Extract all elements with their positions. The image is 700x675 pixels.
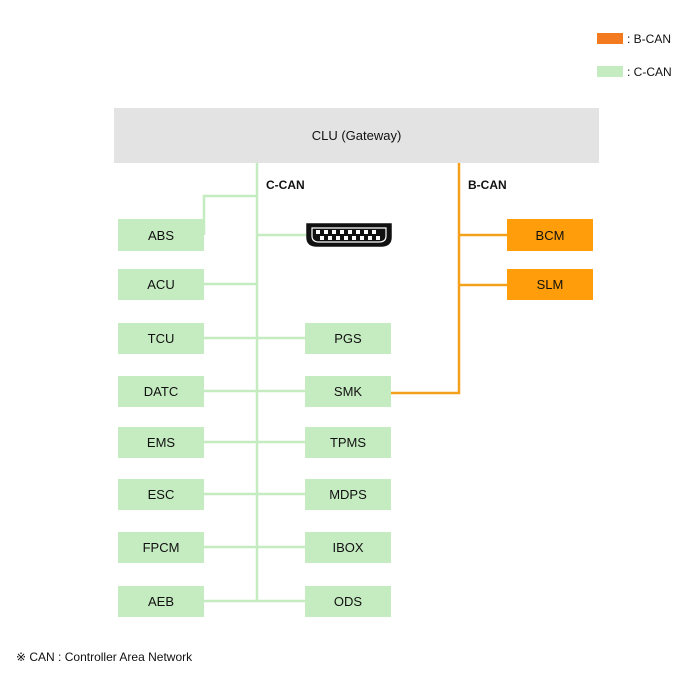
gateway-label: CLU (Gateway) bbox=[311, 128, 402, 143]
node-esc-label: ESC bbox=[147, 487, 175, 502]
node-slm: SLM bbox=[507, 269, 593, 300]
node-mdps-label: MDPS bbox=[329, 487, 367, 502]
node-pgs: PGS bbox=[305, 323, 391, 354]
node-tcu: TCU bbox=[118, 323, 204, 354]
node-ibox: IBOX bbox=[305, 532, 391, 563]
node-smk: SMK bbox=[305, 376, 391, 407]
node-ems-label: EMS bbox=[146, 435, 176, 450]
node-ods-label: ODS bbox=[333, 594, 363, 609]
node-tpms: TPMS bbox=[305, 427, 391, 458]
node-aeb: AEB bbox=[118, 586, 204, 617]
node-fpcm: FPCM bbox=[118, 532, 204, 563]
ccan-bus-label: C-CAN bbox=[266, 178, 305, 192]
node-tpms-label: TPMS bbox=[329, 435, 367, 450]
node-esc: ESC bbox=[118, 479, 204, 510]
node-datc-label: DATC bbox=[143, 384, 179, 399]
node-tcu-label: TCU bbox=[147, 331, 175, 346]
node-aeb-label: AEB bbox=[147, 594, 174, 609]
node-abs: ABS bbox=[118, 219, 204, 251]
node-ems: EMS bbox=[118, 427, 204, 458]
obd-connector-icon bbox=[306, 223, 392, 247]
node-pgs-label: PGS bbox=[334, 331, 362, 346]
node-smk-label: SMK bbox=[333, 384, 363, 399]
node-mdps: MDPS bbox=[305, 479, 391, 510]
node-abs-label: ABS bbox=[147, 227, 174, 243]
node-fpcm-label: FPCM bbox=[142, 540, 180, 555]
bcan-bus-label: B-CAN bbox=[468, 178, 507, 192]
legend-ccan-swatch bbox=[597, 66, 623, 77]
legend-bcan-swatch bbox=[597, 33, 623, 44]
node-slm-label: SLM bbox=[536, 277, 564, 292]
ccan-branch-abs bbox=[202, 194, 257, 235]
node-bcm: BCM bbox=[507, 219, 593, 251]
node-acu-label: ACU bbox=[147, 277, 175, 292]
gateway-box: CLU (Gateway) bbox=[114, 108, 599, 163]
bcan-trunk-line bbox=[391, 163, 461, 395]
legend-ccan-label: : C-CAN bbox=[627, 65, 672, 79]
node-ods: ODS bbox=[305, 586, 391, 617]
legend-bcan-label: : B-CAN bbox=[627, 32, 672, 46]
node-datc: DATC bbox=[118, 376, 204, 407]
footnote: ※ CAN : Controller Area Network bbox=[16, 650, 193, 664]
node-acu: ACU bbox=[118, 269, 204, 300]
node-bcm-label: BCM bbox=[535, 227, 565, 243]
node-ibox-label: IBOX bbox=[332, 540, 364, 555]
